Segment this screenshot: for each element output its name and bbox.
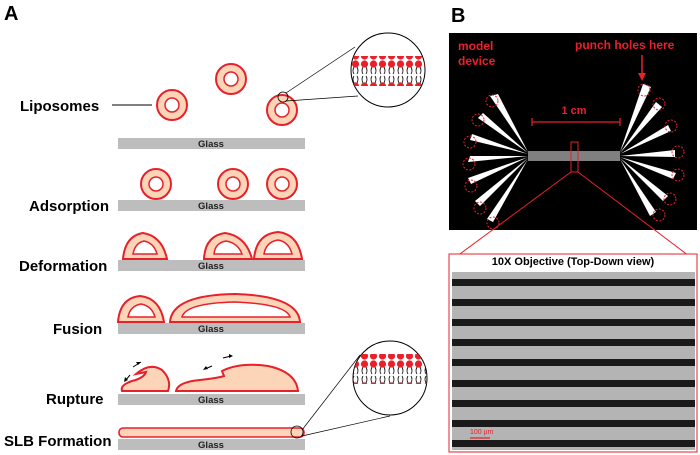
one-cm-label: 1 cm xyxy=(561,105,586,117)
stage-slb-formation: SLB Formation Glass xyxy=(4,340,428,451)
stage-label-liposomes: Liposomes xyxy=(20,98,99,115)
glass-label: Glass xyxy=(198,440,224,451)
panel-b-letter: B xyxy=(451,5,465,27)
objective-title: 10X Objective (Top-Down view) xyxy=(492,256,655,268)
zoom-source-circle xyxy=(277,91,289,103)
glass-label: Glass xyxy=(198,395,224,406)
channel-fan-right xyxy=(620,84,676,216)
glass-slide xyxy=(118,260,305,271)
channel-lines-center xyxy=(528,151,620,161)
panel-a-letter: A xyxy=(4,3,18,25)
punch-arrow-head xyxy=(638,73,646,81)
micrograph-channels xyxy=(452,279,695,447)
glass-label: Glass xyxy=(198,261,224,272)
liposome-vesicles xyxy=(156,63,298,126)
zoom-connector-left xyxy=(448,171,572,263)
bilayer-zoom-inset-curved xyxy=(350,32,426,108)
adsorbed-vesicles xyxy=(140,168,298,200)
stage-liposomes: Liposomes Glass xyxy=(20,32,426,150)
channel-fan-left xyxy=(468,94,528,222)
zoom-line xyxy=(301,415,391,437)
zoom-line xyxy=(285,95,359,102)
stage-label-slb-formation: SLB Formation xyxy=(4,433,112,450)
ruptured-vesicles xyxy=(120,354,300,392)
glass-label: Glass xyxy=(198,324,224,335)
micrograph-panel: 10X Objective (Top-Down view) 100 µm xyxy=(448,253,698,453)
zoom-line xyxy=(285,46,356,94)
glass-slide xyxy=(118,138,305,149)
stage-label-deformation: Deformation xyxy=(19,258,107,275)
glass-slide xyxy=(118,394,305,405)
zoom-connector-right xyxy=(577,171,698,263)
stage-fusion: Fusion Glass xyxy=(53,292,305,338)
stage-label-rupture: Rupture xyxy=(46,391,104,408)
punch-hole-markers xyxy=(462,83,685,230)
model-device-image: model device punch holes here xyxy=(449,33,697,230)
deformed-vesicles xyxy=(121,230,304,260)
glass-slide xyxy=(118,200,305,211)
supported-lipid-bilayer xyxy=(118,427,305,438)
model-device-label: model xyxy=(458,39,493,53)
bilayer-zoom-inset-flat xyxy=(352,340,428,416)
stage-label-fusion: Fusion xyxy=(53,321,102,338)
zoom-region-marker xyxy=(570,141,579,173)
stage-rupture: Rupture Glass xyxy=(46,354,305,408)
stage-label-adsorption: Adsorption xyxy=(29,198,109,215)
glass-slide xyxy=(118,439,305,450)
zoom-line xyxy=(301,354,361,431)
glass-slide xyxy=(118,323,305,334)
stage-adsorption: Adsorption Glass xyxy=(29,168,305,215)
glass-label: Glass xyxy=(198,201,224,212)
stage-deformation: Deformation Glass xyxy=(19,230,305,275)
micro-scale-label: 100 µm xyxy=(470,429,494,436)
glass-label: Glass xyxy=(198,139,224,150)
zoom-source-circle xyxy=(290,425,304,439)
model-device-label: device xyxy=(458,54,496,68)
punch-holes-label: punch holes here xyxy=(575,38,675,52)
fused-vesicles xyxy=(116,292,302,323)
